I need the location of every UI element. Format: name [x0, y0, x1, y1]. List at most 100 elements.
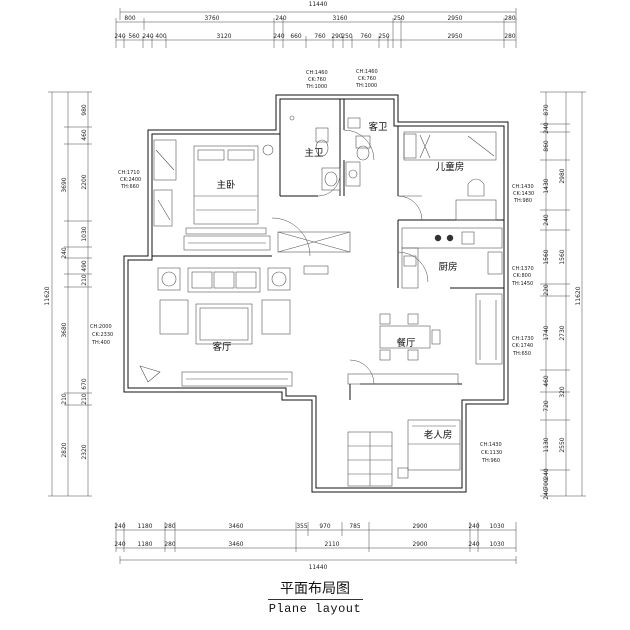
top-dim-r2-5: 240: [273, 32, 284, 40]
top-dim-r2-12: 2950: [448, 32, 463, 40]
left-inner-7: 210: [81, 393, 88, 405]
note-master-bath-ch: CH:1460: [306, 70, 328, 76]
top-dim-r1-3: 3160: [333, 14, 348, 22]
note-living-room: CH:2000 CK:2330 TH:400: [90, 324, 113, 346]
exterior-walls: [123, 94, 509, 493]
bottom-dim-r2-1: 1180: [138, 540, 153, 548]
top-dim-r2-10: 760: [360, 32, 371, 40]
kids-bed: [403, 131, 497, 161]
bottom-dim-r1-4: 355: [296, 522, 307, 530]
note-kids-room-ch: CH:1430: [512, 184, 534, 190]
bottom-dim-r1-2: 280: [164, 522, 175, 530]
bottom-dim-r2-7: 1030: [490, 540, 505, 548]
right-dimension-lines: 870 240 860 1430 240 1560 220 1740 460 7…: [540, 91, 586, 500]
kitchen-counter: [401, 227, 503, 289]
coffee-table: [195, 303, 253, 345]
left-inner-0: 980: [81, 104, 88, 116]
top-dim-r2-4: 3120: [217, 32, 232, 40]
guest-bath-label: 客卫: [368, 121, 388, 133]
guest-bath-fixtures: [345, 117, 371, 187]
right-inner-1: 240: [543, 122, 550, 134]
note-master-bath-th: TH:1000: [305, 84, 327, 90]
note-kids-room-th: TH:980: [513, 198, 532, 204]
left-outer-3: 210: [61, 393, 68, 405]
sofa-set: [157, 267, 291, 335]
right-inner-10: 1130: [543, 437, 550, 452]
note-dining-room: CH:1730 CK:1740 TH:650: [512, 336, 534, 357]
right-inner-12: 700: [543, 478, 550, 490]
top-dim-r1-0: 800: [124, 14, 135, 22]
note-master-bedroom: CH:1710 CK:2400 TH:660: [118, 170, 141, 190]
top-dim-r2-1: 560: [128, 32, 139, 40]
bottom-dim-r2-3: 3460: [229, 540, 244, 548]
master-bed: [185, 145, 267, 235]
bottom-dim-r1-6: 785: [349, 522, 360, 530]
top-dim-r2-8: 290: [331, 32, 342, 40]
elder-room-label: 老人房: [424, 429, 453, 441]
note-master-bedroom-ck: CK:2400: [120, 177, 141, 183]
note-kitchen-ck: CK:800: [513, 273, 531, 279]
note-living-room-ck: CK:2330: [92, 332, 113, 338]
left-outer-1: 240: [61, 247, 68, 259]
bottom-dim-r2-5: 2900: [413, 540, 428, 548]
right-outer-2: 2730: [559, 325, 566, 340]
top-dim-r1-6: 280: [504, 14, 515, 22]
bottom-dim-r2-6: 240: [468, 540, 479, 548]
floor-plan: 11440 800 3760 240 3160 250 2950 280 240…: [44, 0, 586, 571]
master-wardrobe: [183, 235, 271, 251]
right-inner-9: 720: [543, 400, 550, 412]
kitchen-label: 厨房: [438, 261, 457, 273]
sideboard: [347, 373, 459, 385]
right-inner-6: 220: [543, 284, 550, 296]
note-living-room-th: TH:400: [91, 340, 110, 346]
fridge-cabinet: [475, 293, 503, 365]
left-total-label: 11620: [44, 286, 51, 305]
bottom-dim-r1-7: 2900: [413, 522, 428, 530]
right-outer-1: 1560: [559, 249, 566, 264]
note-guest-bath: CH:1460 CK:760 TH:1000: [355, 69, 378, 89]
bottom-dimension-lines: 240 1180 280 3460 355 970 785 2900 240 1…: [114, 522, 517, 571]
bottom-dim-r1-1: 1180: [138, 522, 153, 530]
note-dining-room-th: TH:650: [512, 351, 531, 357]
left-dimension-lines: 11620 3690 240 3680 210 2820 980 460 220…: [44, 91, 92, 497]
top-dim-r2-13: 280: [504, 32, 515, 40]
left-inner-5: 210: [81, 274, 88, 286]
top-dim-r2-3: 400: [155, 32, 166, 40]
right-inner-13: 240: [543, 488, 550, 500]
master-bath-fixtures: [289, 115, 341, 191]
right-inner-4: 240: [543, 214, 550, 226]
tv-cabinet: [181, 371, 293, 387]
right-outer-3: 320: [559, 386, 566, 398]
dining-room-label: 餐厅: [396, 337, 416, 349]
top-dim-r1-1: 3760: [205, 14, 220, 22]
bedside-table: [262, 144, 274, 156]
plan-title-chinese: 平面布局图: [280, 581, 350, 597]
note-elder-room-ck: CK:1130: [481, 450, 502, 456]
top-dim-r2-9: 250: [341, 32, 352, 40]
right-outer-0: 2980: [559, 168, 566, 183]
note-guest-bath-ch: CH:1460: [356, 69, 378, 75]
bottom-dim-r1-3: 3460: [229, 522, 244, 530]
note-kitchen-th: TH:1450: [511, 281, 533, 287]
master-window-seat: [153, 139, 177, 227]
note-elder-room-ch: CH:1430: [480, 442, 502, 448]
note-master-bath: CH:1460 CK:760 TH:1000: [305, 70, 328, 90]
bottom-dim-r2-0: 240: [114, 540, 125, 548]
right-inner-5: 1560: [543, 249, 550, 264]
top-dim-r2-7: 760: [314, 32, 325, 40]
note-dining-room-ck: CK:1740: [512, 343, 533, 349]
note-elder-room: CH:1430 CK:1130 TH:960: [480, 442, 502, 464]
room-labels: 主卧 主卫 客卫 儿童房 客厅 厨房 餐厅 老人房: [212, 121, 464, 441]
note-kids-room: CH:1430 CK:1430 TH:980: [512, 184, 534, 204]
right-inner-0: 870: [543, 104, 550, 116]
living-room-label: 客厅: [212, 341, 232, 353]
elder-wardrobe: [347, 431, 393, 487]
top-dim-r2-0: 240: [114, 32, 125, 40]
left-inner-8: 2320: [81, 444, 88, 459]
top-dim-r1-2: 240: [275, 14, 286, 22]
note-kids-room-ck: CK:1430: [513, 191, 534, 197]
bottom-dim-r1-9: 1030: [490, 522, 505, 530]
left-inner-4: 490: [81, 260, 88, 272]
living-rug: [139, 365, 161, 383]
elder-bed: [397, 419, 461, 479]
